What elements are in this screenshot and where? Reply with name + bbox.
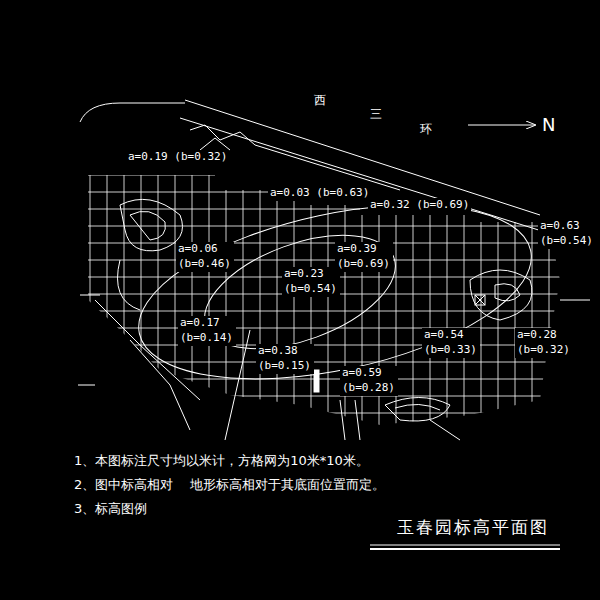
drawing-title: 玉春园标高平面图 bbox=[395, 516, 551, 539]
note: 2、图中标高相对 地形标高相对于其底面位置而定。 bbox=[72, 476, 387, 494]
elevation-label: a=0.03 (b=0.63) bbox=[268, 186, 371, 201]
elevation-label: a=0.28 (b=0.32) bbox=[515, 328, 573, 358]
elevation-label: a=0.23 (b=0.54) bbox=[282, 267, 340, 297]
note: 3、标高图例 bbox=[72, 500, 149, 518]
elevation-label: a=0.38 (b=0.15) bbox=[256, 344, 314, 374]
note: 1、本图标注尺寸均以米计，方格网为10米*10米。 bbox=[72, 452, 371, 470]
elevation-label: a=0.17 (b=0.14) bbox=[178, 316, 236, 346]
road-name: 三 bbox=[368, 106, 384, 122]
elevation-label: a=0.06 (b=0.46) bbox=[176, 242, 234, 272]
north-label: N bbox=[540, 113, 557, 137]
title-underline bbox=[370, 545, 560, 546]
elevation-label: a=0.32 (b=0.69) bbox=[368, 198, 471, 213]
grid bbox=[85, 170, 565, 430]
road-name: 西 bbox=[312, 92, 328, 108]
elevation-label: a=0.54 (b=0.33) bbox=[422, 328, 480, 358]
site-lines bbox=[78, 100, 590, 440]
title-underline bbox=[370, 548, 560, 550]
north-arrow bbox=[468, 125, 535, 126]
elevation-label: a=0.39 (b=0.69) bbox=[335, 242, 393, 272]
elevation-label: a=0.19 (b=0.32) bbox=[126, 150, 229, 165]
elevation-label: a=0.63 (b=0.54) bbox=[538, 219, 596, 249]
road-name: 环 bbox=[418, 121, 434, 137]
elevation-label: a=0.59 (b=0.28) bbox=[340, 366, 398, 396]
